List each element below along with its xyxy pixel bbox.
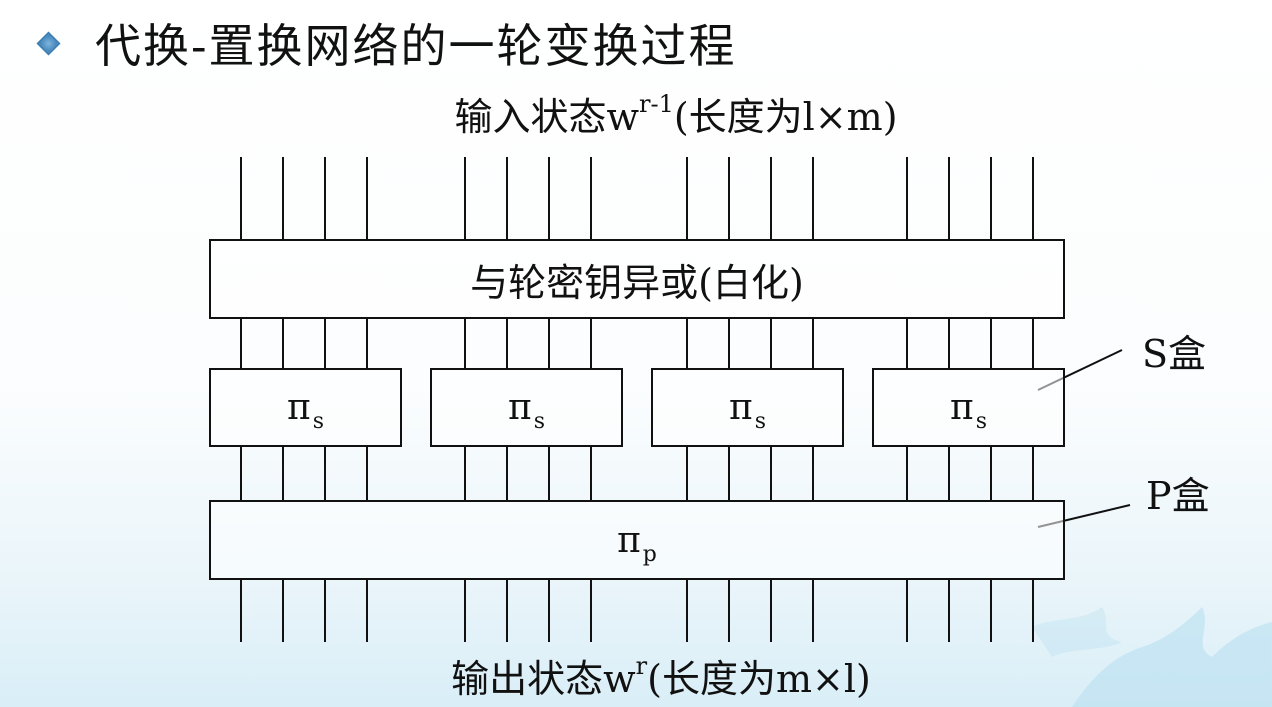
round-key-xor-label: 与轮密钥异或(白化) [470, 260, 804, 305]
input-label-suffix: (长度为l×m) [673, 95, 898, 139]
input-label-prefix: 输入状态w [454, 95, 639, 139]
sbox-symbol: π [729, 387, 753, 428]
sbox-subscript: s [754, 409, 766, 434]
input-label-superscript: r-1 [638, 90, 674, 118]
input-state-label: 输入状态wr-1(长度为l×m) [0, 86, 1272, 141]
output-state-label: 输出状态wr(长度为m×l) [0, 648, 1272, 703]
sbox-callout-label: S盒 [1142, 332, 1207, 376]
sbox-symbol: π [508, 387, 532, 428]
output-label-suffix: (长度为m×l) [647, 657, 871, 701]
sbox-subscript: s [533, 409, 545, 434]
sbox-subscript: s [312, 409, 324, 434]
title-row: 代换-置换网络的一轮变换过程 [36, 6, 737, 80]
pbox-symbol: π [617, 519, 641, 561]
pbox-callout-label: P盒 [1146, 474, 1210, 518]
sbox-subscript: s [975, 409, 987, 434]
output-label-superscript: r [635, 652, 648, 680]
sbox-symbol: π [950, 387, 974, 428]
page-title: 代换-置换网络的一轮变换过程 [95, 19, 737, 73]
diamond-bullet-icon [36, 30, 61, 56]
sbox-symbol: π [287, 387, 311, 428]
decorative-corner-image [1032, 607, 1272, 707]
output-label-prefix: 输出状态w [451, 657, 636, 701]
pbox-subscript: p [642, 541, 657, 567]
round-key-xor-box: 与轮密钥异或(白化) [209, 239, 1065, 319]
